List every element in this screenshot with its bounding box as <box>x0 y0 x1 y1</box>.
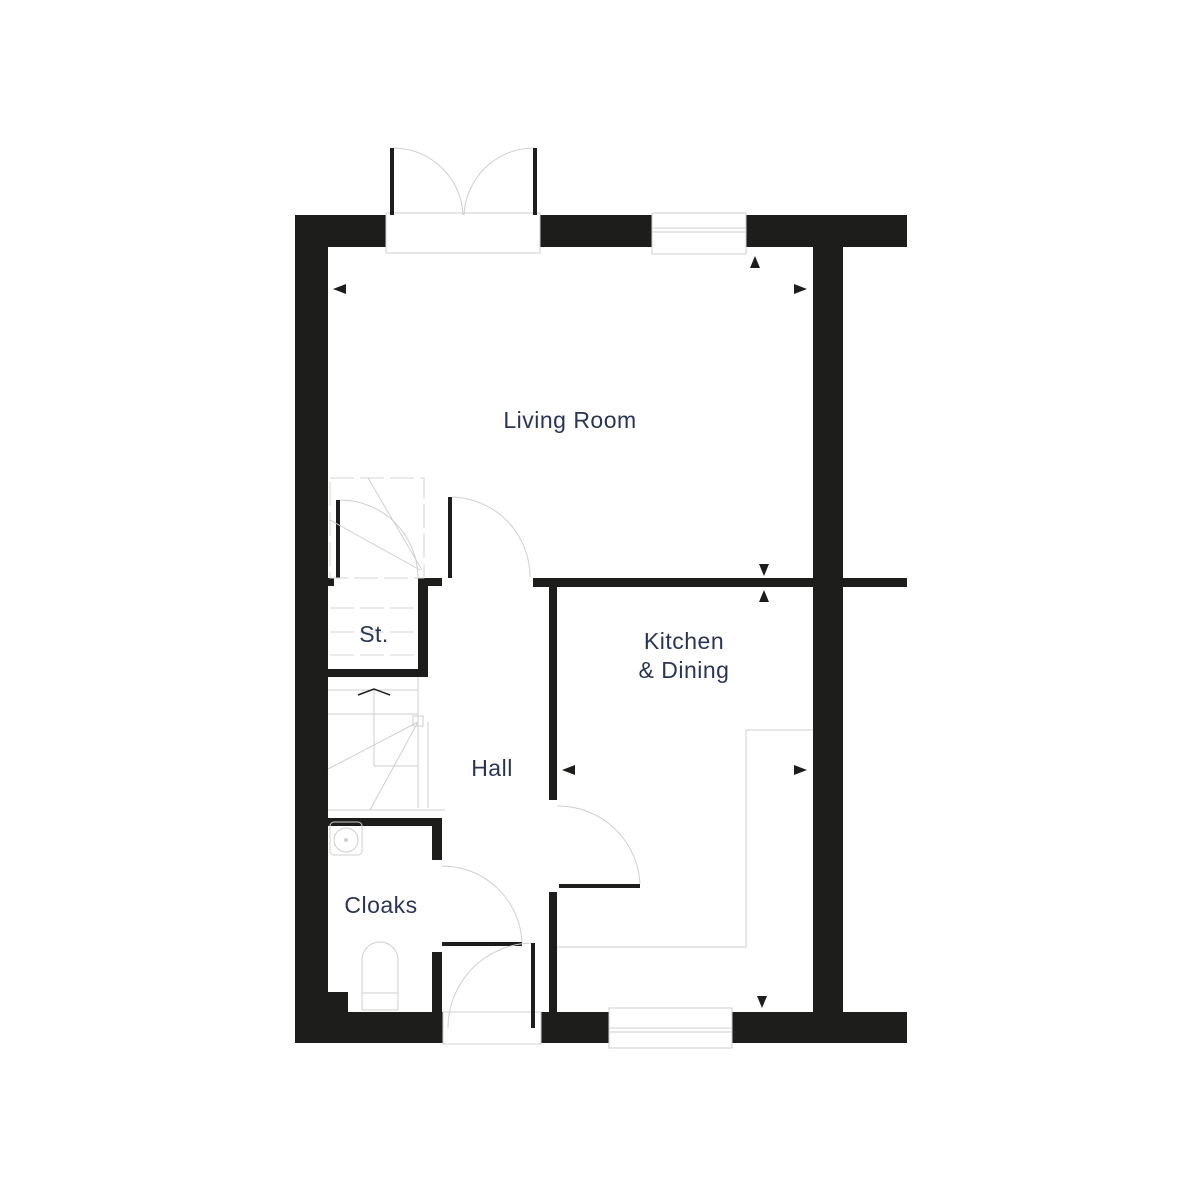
kitchen-door-leaf <box>559 884 640 888</box>
wall-top-middle <box>540 215 652 247</box>
room-label-hall: Hall <box>471 755 513 781</box>
internal-walls <box>328 578 907 1012</box>
patio-door-threshold <box>385 212 541 254</box>
patio-door-left-leaf <box>390 148 394 215</box>
arrow-up-icon <box>750 256 760 268</box>
arrow-left-icon <box>562 765 575 775</box>
room-label-cloaks: Cloaks <box>344 892 417 918</box>
arrow-right-icon <box>794 284 807 294</box>
wall-cloaks-side-upper <box>432 818 442 860</box>
wall-store-top <box>418 578 442 586</box>
front-door-leaf <box>531 943 535 1028</box>
fixtures <box>329 729 813 1011</box>
stair-direction-icon <box>357 688 391 696</box>
wall-store-bottom <box>328 669 428 677</box>
wall-hall-kitchen-lower <box>549 892 557 1012</box>
living-door-leaf <box>448 497 452 578</box>
wall-cloaks-side-lower <box>432 952 442 1012</box>
wall-left <box>295 215 328 1043</box>
basin-icon <box>329 821 363 856</box>
external-walls <box>295 215 907 1043</box>
wall-bottom-left <box>295 1012 443 1043</box>
room-label-living: Living Room <box>503 407 636 433</box>
window-top <box>651 212 747 255</box>
doors <box>336 147 641 1029</box>
wall-bottom-right <box>732 1012 907 1043</box>
wall-top-right <box>746 215 907 247</box>
wall-bottom-notch <box>328 992 348 1012</box>
arrow-down-icon <box>757 996 767 1008</box>
wall-hall-kitchen-upper <box>549 587 557 800</box>
cloaks-door-leaf <box>442 942 522 946</box>
room-label-storage: St. <box>359 621 389 647</box>
wall-right <box>813 247 843 1012</box>
store-door-leaf <box>336 500 340 578</box>
dimension-arrows <box>333 256 807 1008</box>
wall-stub <box>328 578 334 586</box>
wall-cloaks-top <box>328 818 442 826</box>
kitchen-worktop <box>557 729 813 948</box>
room-label-kitchen-line2: & Dining <box>639 657 730 683</box>
arrow-up-icon <box>759 590 769 602</box>
wall-store-side <box>418 578 428 677</box>
wall-bottom-middle <box>541 1012 609 1043</box>
arrow-left-icon <box>333 284 346 294</box>
arrow-down-icon <box>759 564 769 576</box>
wall-kitchen-living <box>533 578 907 587</box>
staircase <box>327 477 445 811</box>
room-label-kitchen: Kitchen <box>644 628 724 654</box>
front-door-threshold <box>442 1011 542 1045</box>
patio-door-right-leaf <box>533 148 537 215</box>
toilet-icon <box>361 941 399 1011</box>
arrow-right-icon <box>794 765 807 775</box>
